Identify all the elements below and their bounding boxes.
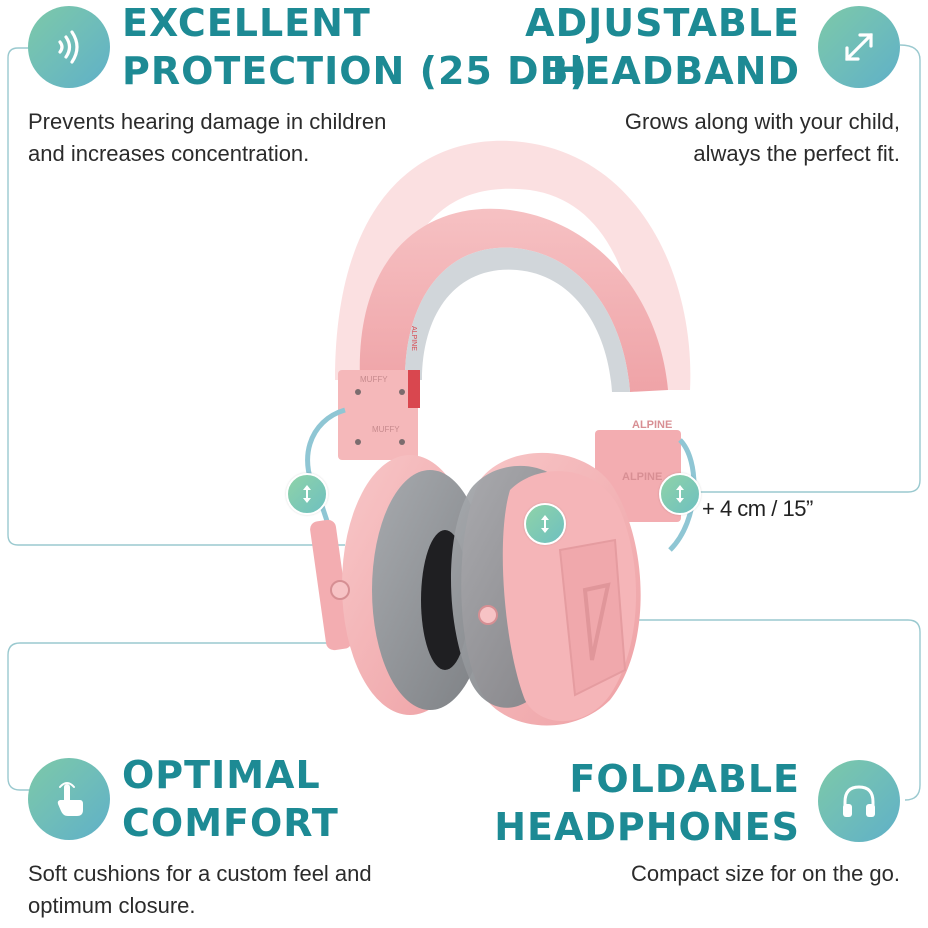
headband-icon-circle: [818, 6, 900, 88]
protection-title-line1: EXCELLENT: [122, 1, 371, 45]
headband: [359, 208, 668, 392]
muffy-label-2: MUFFY: [372, 425, 400, 434]
foldable-title-line2: HEADPHONES: [494, 805, 800, 849]
left-arm: [310, 519, 352, 651]
foldable-icon-circle: [818, 760, 900, 842]
comfort-desc-line1: Soft cushions for a custom feel and: [28, 861, 372, 886]
foldable-desc-line1: Compact size for on the go.: [630, 861, 900, 886]
protection-desc-line1: Prevents hearing damage in children: [28, 109, 387, 134]
headband-title-line2: HEADBAND: [551, 49, 800, 93]
diagonal-arrows-icon: [845, 33, 873, 61]
alpine-label-3: ALPINE: [410, 326, 417, 351]
size-adjustment-label: + 4 cm / 15”: [702, 496, 813, 521]
headphones-icon: [843, 785, 875, 817]
headband-desc-line2: always the perfect fit.: [693, 141, 900, 166]
headband-inner: [405, 247, 630, 392]
vertical-arrows-icon: [303, 485, 311, 503]
comfort-title-line1: OPTIMAL: [122, 753, 321, 797]
headband-title-line1: ADJUSTABLE: [525, 1, 800, 45]
comfort-title-line2: COMFORT: [122, 801, 339, 845]
protection-desc-line2: and increases concentration.: [28, 141, 310, 166]
alpine-label-1: ALPINE: [632, 419, 672, 431]
vertical-arrows-icon: [676, 485, 684, 503]
headband-ghost: [335, 140, 691, 390]
headphones-product-image: MUFFY MUFFY ALPINE ALPINE ALPINE: [305, 140, 697, 726]
muffy-label-1: MUFFY: [360, 375, 388, 384]
headband-desc-line1: Grows along with your child,: [624, 109, 900, 134]
alpine-label-2: ALPINE: [622, 471, 662, 483]
foldable-title-line1: FOLDABLE: [569, 757, 800, 801]
comfort-desc-line2: optimum closure.: [28, 893, 196, 918]
protection-icon-circle: [28, 6, 110, 88]
sound-waves-icon: [58, 30, 79, 64]
adjust-badge-right: [659, 473, 701, 515]
adjust-badge-left: [286, 473, 328, 515]
protection-title-line2: PROTECTION (25 DB): [122, 49, 588, 93]
vertical-arrows-icon: [541, 515, 549, 533]
comfort-icon-circle: [28, 758, 110, 840]
pointing-hand-icon: [57, 782, 83, 816]
adjust-badge-center: [524, 503, 566, 545]
